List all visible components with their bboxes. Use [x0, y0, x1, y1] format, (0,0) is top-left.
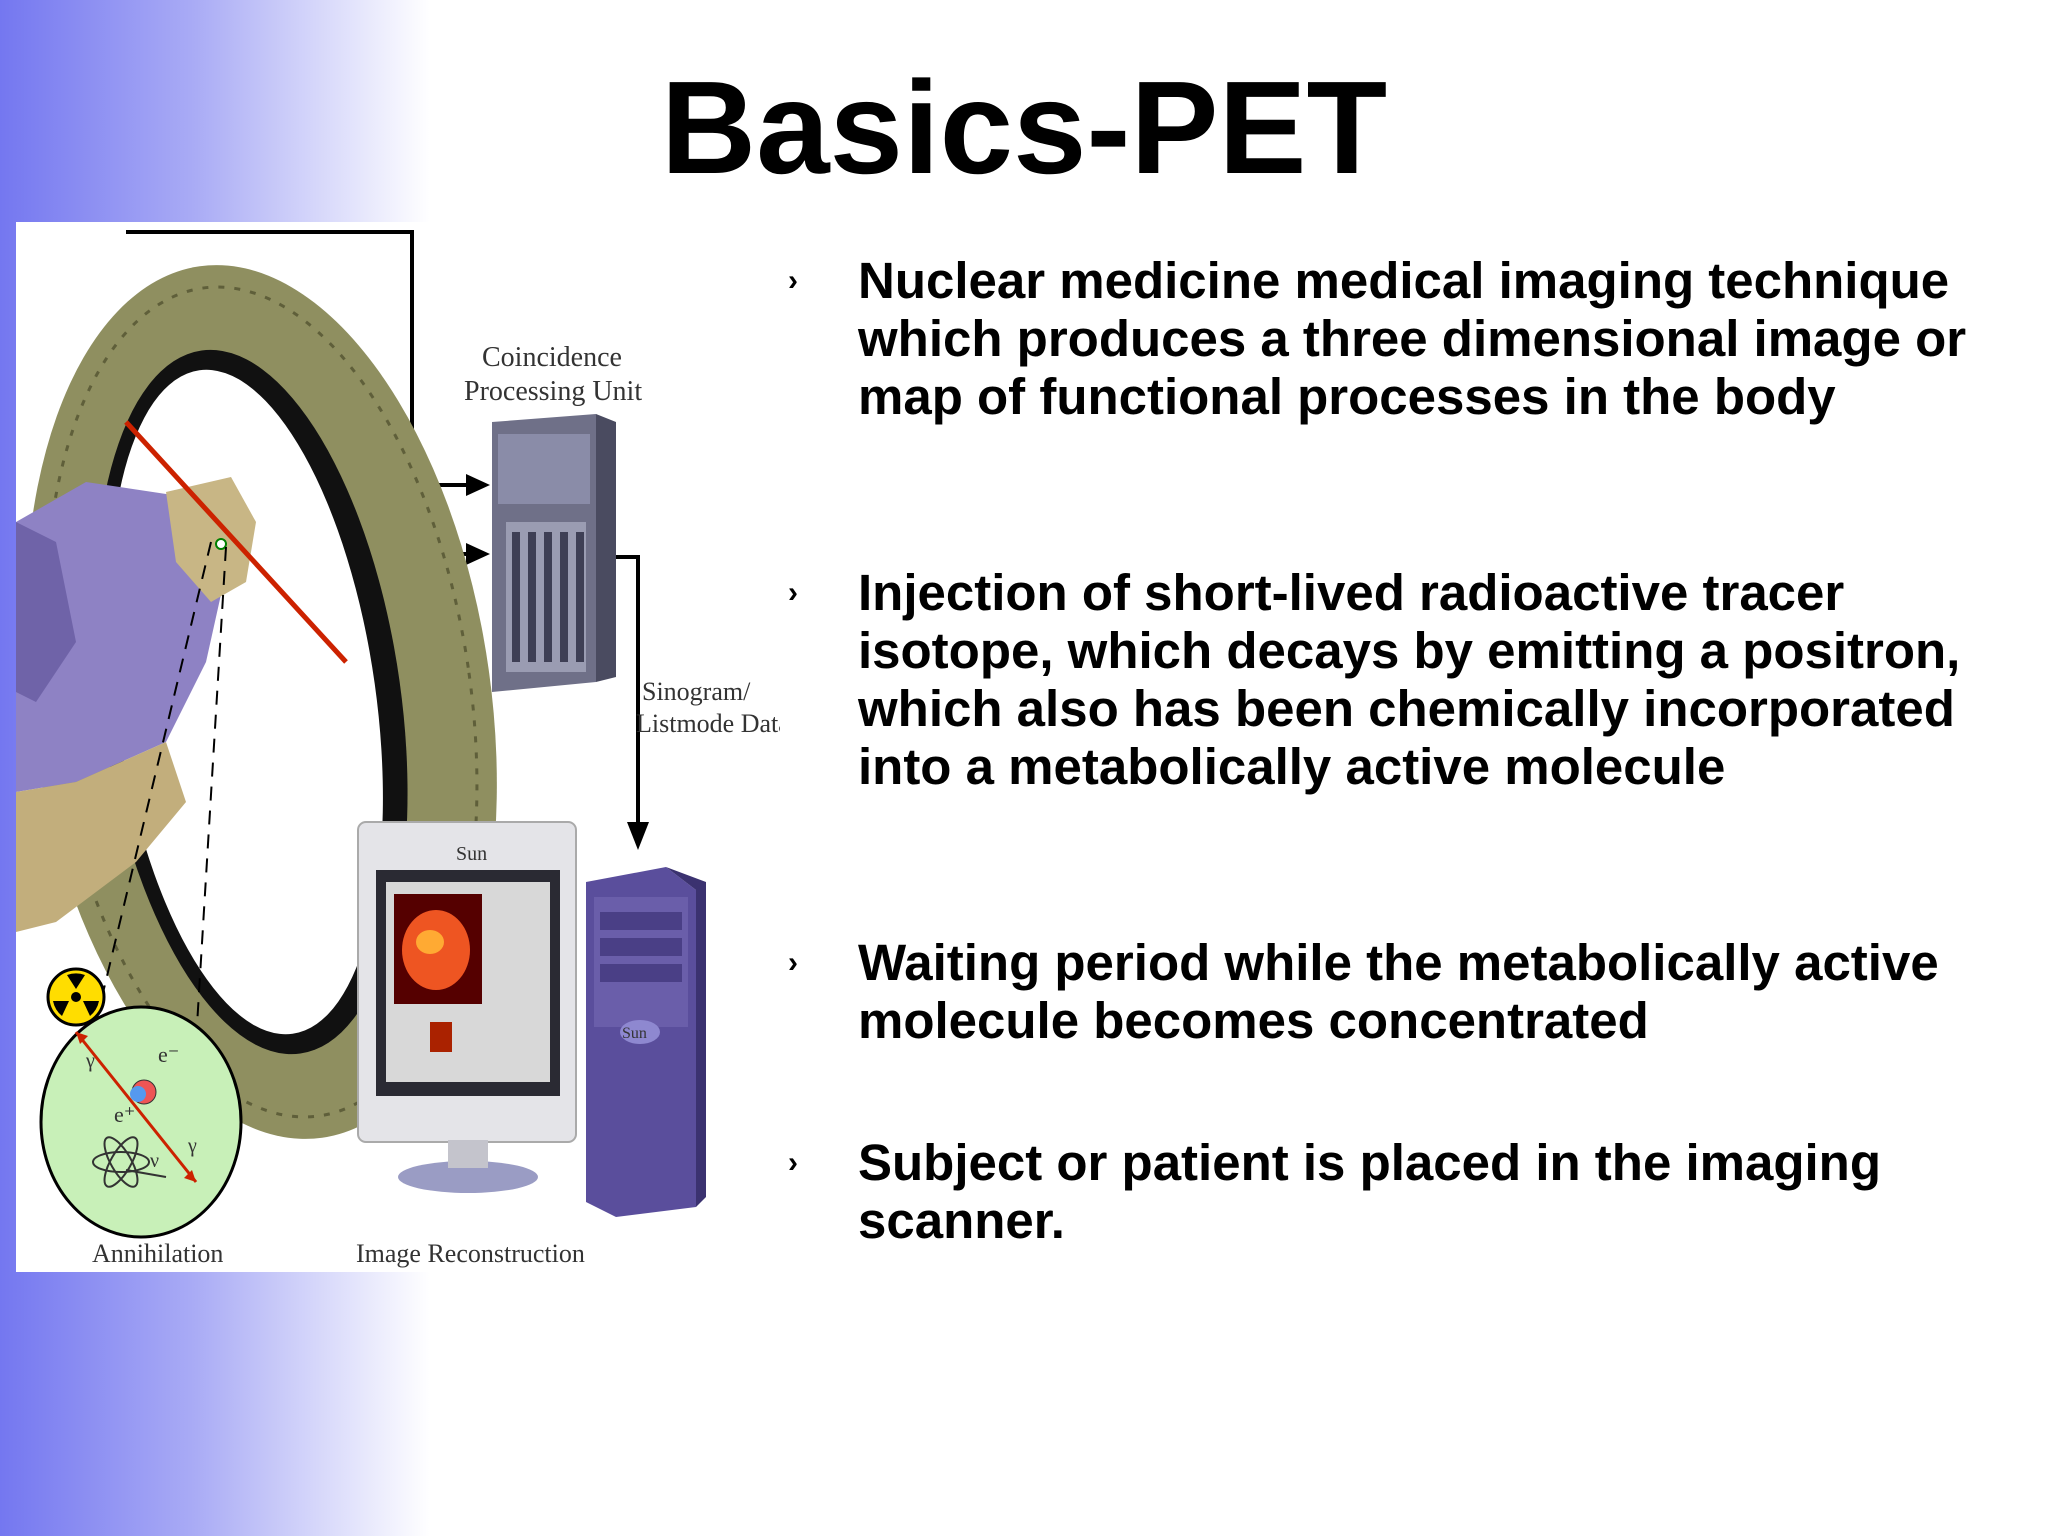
bullet-item: › Injection of short-lived radioactive t…	[788, 564, 2028, 796]
bullet-marker: ›	[788, 264, 798, 297]
bullet-marker: ›	[788, 576, 798, 609]
bullet-item: › Waiting period while the metabolically…	[788, 934, 2028, 1050]
label-sinogram-1: Sinogram/	[642, 677, 751, 706]
bullet-text: Subject or patient is placed in the imag…	[858, 1134, 1881, 1249]
sinogram-connector	[616, 555, 640, 824]
annihilation-diagram: e⁻ e⁺ γ γ ν	[39, 1005, 243, 1239]
label-nu: ν	[150, 1150, 159, 1172]
bullet-item: › Subject or patient is placed in the im…	[788, 1134, 2028, 1250]
label-e-minus: e⁻	[158, 1042, 179, 1067]
bullet-text: Injection of short-lived radioactive tra…	[858, 564, 1961, 795]
label-coincidence-1: Coincidence	[482, 342, 622, 373]
label-coincidence-2: Processing Unit	[464, 376, 642, 407]
label-gamma-bottom: γ	[187, 1135, 197, 1157]
arrow-head-top	[466, 474, 490, 496]
label-e-plus: e⁺	[114, 1102, 135, 1127]
monitor-brand-label: Sun	[456, 843, 487, 865]
reconstruction-monitor: Sun	[357, 821, 577, 1193]
pet-scanner-diagram: e⁻ e⁺ γ γ ν Annihilation Coincidence Pro…	[16, 222, 780, 1272]
label-gamma-top: γ	[85, 1050, 95, 1072]
bullet-item: › Nuclear medicine medical imaging techn…	[788, 252, 2028, 426]
coincidence-processing-unit	[492, 414, 616, 692]
reconstruction-computer: Sun	[586, 867, 706, 1217]
label-annihilation: Annihilation	[92, 1239, 223, 1268]
arrow-head-sinogram	[627, 822, 649, 850]
gamma-ray-line	[124, 420, 348, 664]
bullet-marker: ›	[788, 946, 798, 979]
arrow-head-bottom	[466, 543, 490, 565]
label-image-reconstruction: Image Reconstruction	[356, 1239, 585, 1268]
slide-title: Basics-PET	[660, 54, 1388, 201]
bullet-marker: ›	[788, 1146, 798, 1179]
bullet-text: Nuclear medicine medical imaging techniq…	[858, 252, 1967, 425]
radiation-hazard-icon	[46, 967, 106, 1027]
tower-brand-label: Sun	[622, 1025, 647, 1042]
label-sinogram-2: Listmode Data	[636, 709, 780, 738]
patient-figure	[16, 477, 256, 932]
bullet-text: Waiting period while the metabolically a…	[858, 934, 1939, 1049]
